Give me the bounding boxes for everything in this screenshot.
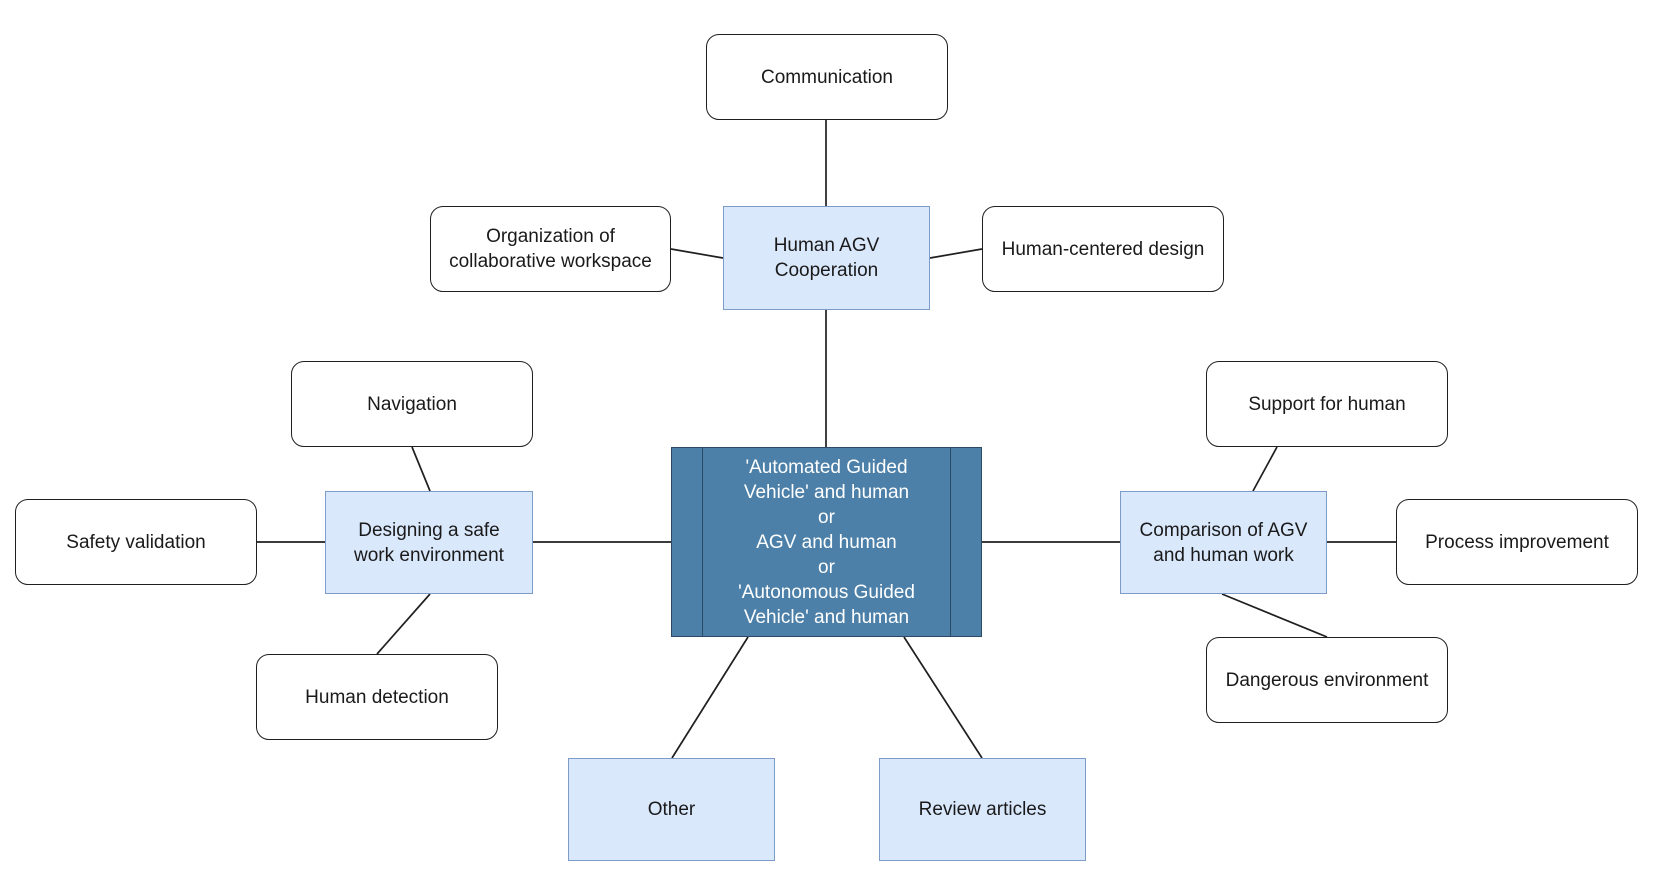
leaf-human-centered-design[interactable]: Human-centered design xyxy=(982,206,1224,292)
leaf-label: Safety validation xyxy=(66,531,206,553)
leaf-safety-validation[interactable]: Safety validation xyxy=(15,499,257,585)
leaf-label: Dangerous environment xyxy=(1225,669,1429,691)
leaf-label: Support for human xyxy=(1248,393,1406,415)
topic-label: Comparison of AGV and human work xyxy=(1139,519,1308,566)
leaf-support-for-human[interactable]: Support for human xyxy=(1206,361,1448,447)
leaf-label: Navigation xyxy=(367,393,457,415)
center-right-bar xyxy=(950,448,951,636)
topic-human-agv-cooperation[interactable]: Human AGV Cooperation xyxy=(723,206,930,310)
topic-other[interactable]: Other xyxy=(568,758,775,861)
leaf-dangerous-environment[interactable]: Dangerous environment xyxy=(1206,637,1448,723)
leaf-process-improvement[interactable]: Process improvement xyxy=(1396,499,1638,585)
leaf-label: Human-centered design xyxy=(1001,238,1205,260)
center-node[interactable]: 'Automated Guided Vehicle' and human or … xyxy=(671,447,982,637)
topic-label: Human AGV Cooperation xyxy=(773,235,880,281)
edge-cooperation-organization xyxy=(670,248,724,259)
leaf-label: Organization of collaborative workspace xyxy=(449,226,652,272)
edge-center-review xyxy=(903,636,983,759)
leaf-human-detection[interactable]: Human detection xyxy=(256,654,498,740)
edge-comparison-dangerous-env xyxy=(1221,593,1328,638)
topic-designing-safe-work-environment[interactable]: Designing a safe work environment xyxy=(325,491,533,594)
edge-cooperation-human-centered xyxy=(929,248,983,259)
leaf-label: Process improvement xyxy=(1425,531,1609,553)
topic-label: Other xyxy=(647,799,696,820)
leaf-label: Human detection xyxy=(305,686,449,708)
center-left-bar xyxy=(702,448,703,636)
topic-label: Designing a safe work environment xyxy=(354,519,504,566)
topic-review-articles[interactable]: Review articles xyxy=(879,758,1086,861)
edge-safe-env-human-detection xyxy=(376,593,431,655)
leaf-communication[interactable]: Communication xyxy=(706,34,948,120)
leaf-organization-collaborative-workspace[interactable]: Organization of collaborative workspace xyxy=(430,206,671,292)
topic-comparison-agv-human-work[interactable]: Comparison of AGV and human work xyxy=(1120,491,1327,594)
edge-comparison-support-human xyxy=(1252,446,1278,492)
edge-safe-env-navigation xyxy=(411,446,431,492)
topic-label: Review articles xyxy=(918,799,1047,820)
center-label: 'Automated Guided Vehicle' and human or … xyxy=(738,456,915,628)
edge-center-other xyxy=(671,636,749,759)
leaf-label: Communication xyxy=(761,66,893,88)
leaf-navigation[interactable]: Navigation xyxy=(291,361,533,447)
